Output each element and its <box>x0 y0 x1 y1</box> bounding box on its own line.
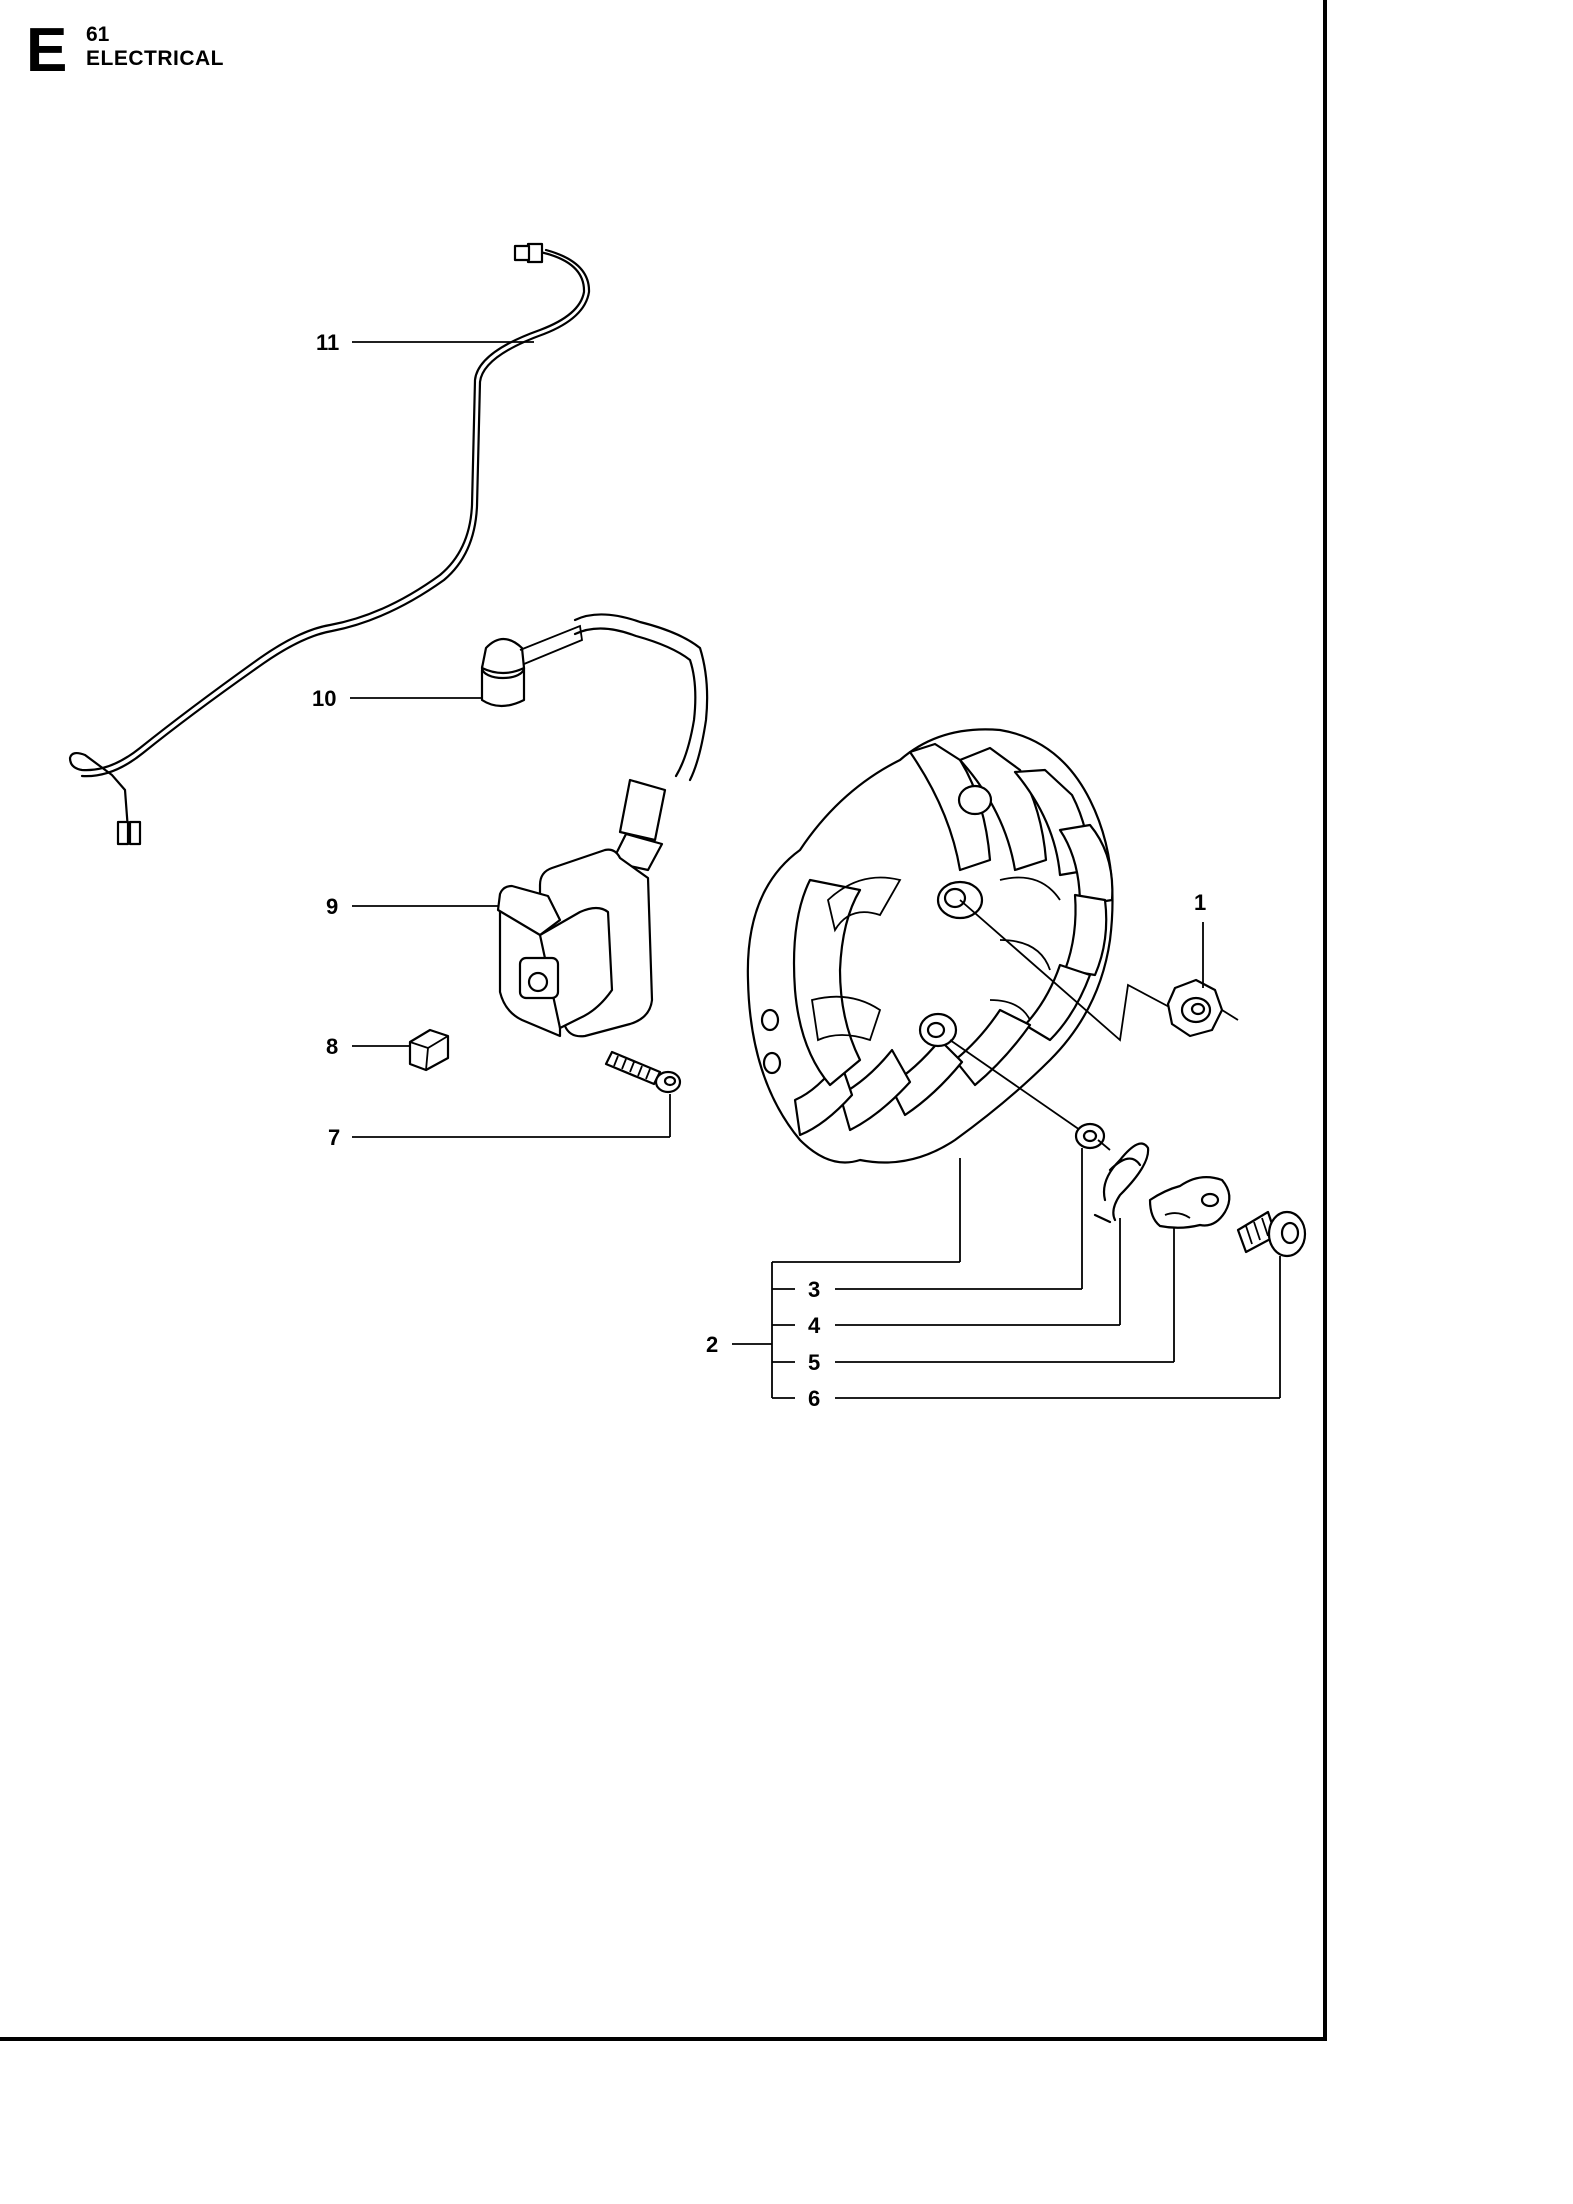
page-frame <box>0 0 1327 2041</box>
callout-6: 6 <box>808 1386 820 1411</box>
callout-7: 7 <box>328 1125 340 1150</box>
part-2-shoulder-screw <box>1236 1210 1307 1258</box>
callout-2: 2 <box>706 1332 718 1357</box>
callout-8: 8 <box>326 1034 338 1059</box>
part-8-plug <box>408 1028 450 1072</box>
callout-1: 1 <box>1194 890 1206 915</box>
part-5-spring <box>1093 1139 1150 1224</box>
callout-5: 5 <box>808 1350 820 1375</box>
callout-10: 10 <box>312 686 336 711</box>
part-1-nut <box>959 899 1239 1042</box>
part-10-spark-boot <box>480 613 709 782</box>
part-11-wire <box>68 242 591 846</box>
callout-3: 3 <box>808 1277 820 1302</box>
callout-11: 11 <box>316 330 339 355</box>
part-7-screw <box>604 1050 682 1094</box>
leader-lines <box>350 341 1281 1399</box>
part-3-flywheel <box>746 728 1114 1164</box>
section-title: ELECTRICAL <box>86 47 224 70</box>
part-4-washer <box>949 1039 1106 1150</box>
callout-4: 4 <box>808 1313 821 1338</box>
section-letter: E <box>26 16 68 85</box>
section-number: 61 <box>86 23 110 46</box>
part-9-ignition-module <box>496 778 667 1038</box>
part-6-pawl <box>1148 1175 1231 1229</box>
callout-9: 9 <box>326 894 338 919</box>
